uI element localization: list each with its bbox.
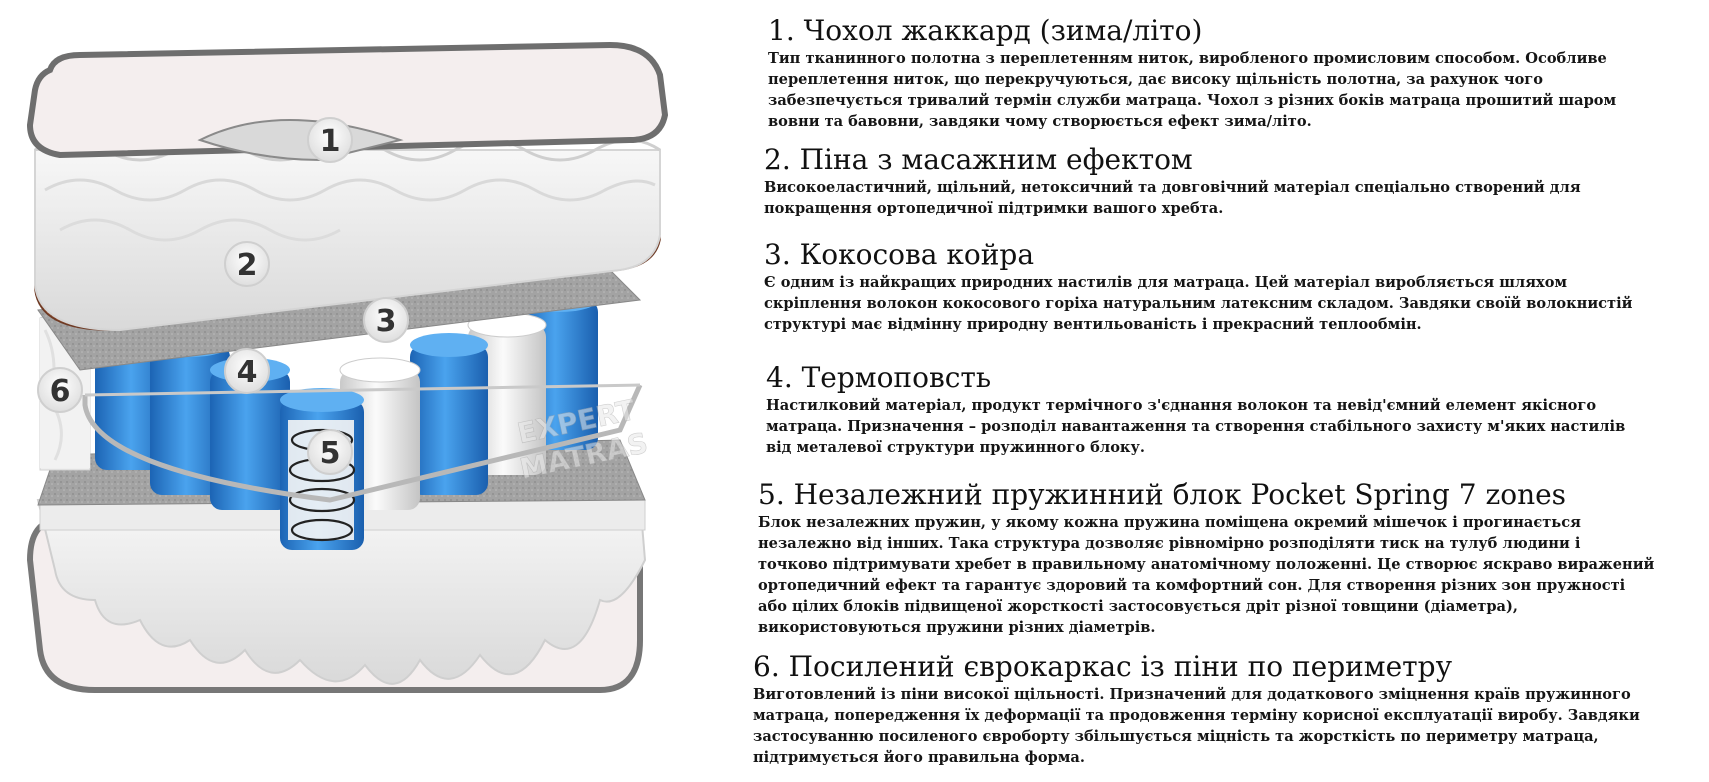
section-title: 4. Термоповсть: [766, 361, 992, 394]
svg-text:5: 5: [320, 436, 341, 471]
section-title: 5. Незалежний пружинний блок Pocket Spri…: [758, 478, 1567, 511]
svg-text:2: 2: [237, 248, 258, 283]
section-thermal-felt: 4. Термоповсть Настилковий матеріал, про…: [766, 361, 1709, 458]
section-description: Високоеластичний, щільний, нетоксичний т…: [764, 179, 1581, 217]
section-description: Є одним із найкращих природних настилів …: [764, 274, 1633, 333]
section-title: 1. Чохол жаккард (зима/літо): [768, 14, 1203, 47]
section-pocket-spring: 5. Незалежний пружинний блок Pocket Spri…: [758, 478, 1709, 638]
bottom-foam-layer: [36, 499, 647, 685]
callout-3: 3: [363, 297, 409, 343]
callout-2: 2: [224, 241, 270, 287]
section-description: Виготовлений із піни високої щільності. …: [753, 686, 1640, 766]
section-description: Настилковий матеріал, продукт термічного…: [766, 397, 1626, 456]
callout-4: 4: [224, 348, 270, 394]
section-title: 2. Піна з масажним ефектом: [764, 143, 1193, 176]
callout-5: 5: [307, 429, 353, 475]
callout-1: 1: [307, 117, 353, 163]
section-coconut-coir: 3. Кокосова койра Є одним із найкращих п…: [764, 238, 1709, 335]
svg-text:4: 4: [237, 355, 258, 390]
mattress-layers-illustration: EXPERT MATRAS 1 2 3 4 5 6: [26, 41, 669, 693]
section-title: 3. Кокосова койра: [764, 238, 1035, 271]
callout-6: 6: [37, 367, 83, 413]
section-title: 6. Посилений єврокаркас із піни по перим…: [753, 650, 1453, 683]
svg-text:3: 3: [376, 304, 397, 339]
svg-text:6: 6: [50, 374, 71, 409]
section-jacquard-cover: 1. Чохол жаккард (зима/літо) Тип тканинн…: [768, 14, 1709, 132]
svg-text:1: 1: [320, 124, 341, 159]
section-euro-frame: 6. Посилений єврокаркас із піни по перим…: [753, 650, 1709, 768]
section-massage-foam: 2. Піна з масажним ефектом Високоеластич…: [764, 143, 1709, 219]
perimeter-wire: [82, 383, 643, 503]
section-description: Блок незалежних пружин, у якому кожна пр…: [758, 514, 1655, 636]
section-description: Тип тканинного полотна з переплетенням н…: [768, 50, 1617, 130]
